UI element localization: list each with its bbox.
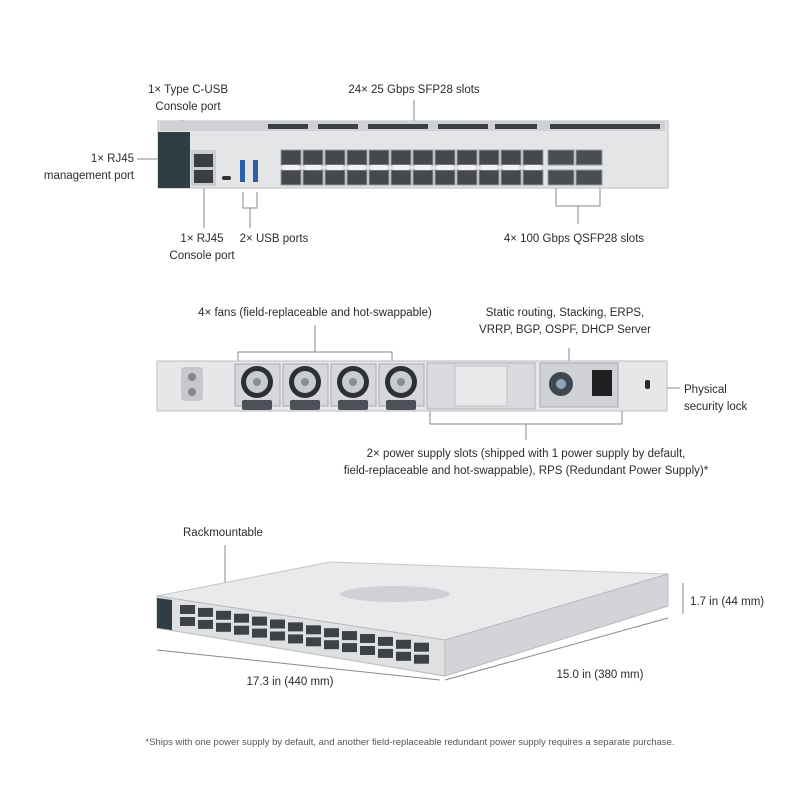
switch-rear-panel: [156, 360, 668, 412]
iso-port: [360, 646, 375, 655]
switch-front-panel: [157, 120, 669, 189]
qsfp28-slot: [547, 149, 575, 166]
switch-3d-view: [156, 561, 669, 677]
sfp28-slot: [500, 169, 522, 186]
sfp28-slots: [280, 149, 544, 186]
iso-port: [198, 607, 213, 617]
iso-port: [234, 613, 249, 623]
sfp28-slot: [522, 169, 544, 186]
iso-port: [288, 622, 303, 632]
qsfp28-slot: [575, 169, 603, 186]
sfp28-slot: [346, 149, 368, 166]
iso-port: [216, 610, 231, 620]
iso-port: [270, 631, 285, 641]
sfp28-slot: [324, 169, 346, 186]
iso-port: [324, 640, 339, 650]
iso-sfp-ports: [180, 605, 429, 664]
iso-port: [288, 634, 303, 644]
sfp28-slot: [478, 149, 500, 166]
sfp28-slot: [302, 169, 324, 186]
iso-port: [378, 648, 393, 658]
usb-port-1: [240, 160, 245, 182]
sfp28-slot: [280, 149, 302, 166]
sfp28-slot: [412, 149, 434, 166]
iso-port: [252, 616, 267, 626]
sfp28-slot: [280, 169, 302, 186]
sfp28-slot: [456, 149, 478, 166]
iso-port: [198, 619, 213, 629]
iso-port: [216, 622, 231, 632]
iso-port: [306, 637, 321, 647]
sfp28-slot: [456, 169, 478, 186]
sfp28-slot: [368, 149, 390, 166]
sfp28-slot: [390, 169, 412, 186]
sfp28-slot: [500, 149, 522, 166]
sfp28-slot: [522, 149, 544, 166]
sfp28-slot: [390, 149, 412, 166]
iso-port: [342, 631, 357, 641]
sfp28-slot: [434, 149, 456, 166]
iso-port: [270, 619, 285, 629]
iso-port: [414, 642, 429, 652]
rj45-console-port: [194, 170, 213, 183]
iso-port: [234, 625, 249, 635]
iso-port: [180, 617, 195, 626]
fans-label: 4× fans (field-replaceable and hot-swapp…: [198, 307, 432, 319]
sfp28-slot: [302, 149, 324, 166]
sfp-slots-label: 24× 25 Gbps SFP28 slots: [348, 84, 480, 96]
qsfp28-slot: [575, 149, 603, 166]
iso-port: [306, 625, 321, 635]
iso-port: [396, 651, 411, 661]
usb-port-2: [253, 160, 258, 182]
iso-port: [414, 654, 429, 664]
sfp28-slot: [412, 169, 434, 186]
width-label: 17.3 in (440 mm): [246, 676, 334, 688]
qsfp28-slots: [547, 149, 603, 186]
iso-port: [180, 605, 195, 614]
depth-label: 15.0 in (380 mm): [556, 669, 644, 681]
sfp28-slot: [434, 169, 456, 186]
iso-port: [252, 628, 267, 638]
footnote: *Ships with one power supply by default,…: [145, 737, 675, 748]
rj45-management-port: [194, 154, 213, 167]
security-lock-slot: [645, 380, 650, 389]
iso-port: [324, 628, 339, 638]
iso-port: [342, 643, 357, 653]
sfp28-slot: [324, 149, 346, 166]
iso-port: [378, 636, 393, 646]
usb-ports-label: 2× USB ports: [239, 233, 309, 245]
qsfp28-slot: [547, 169, 575, 186]
usb-c-port: [222, 176, 231, 180]
power-supply-label: 2× power supply slots (shipped with 1 po…: [343, 448, 709, 477]
height-label: 1.7 in (44 mm): [690, 596, 765, 608]
features-label: Static routing, Stacking, ERPS,VRRP, BGP…: [479, 307, 651, 336]
iso-port: [360, 634, 375, 643]
sfp28-slot: [478, 169, 500, 186]
rackmountable-label: Rackmountable: [183, 527, 263, 539]
sfp28-slot: [346, 169, 368, 186]
fan-modules: [234, 363, 425, 410]
qsfp-slots-label: 4× 100 Gbps QSFP28 slots: [503, 233, 645, 245]
iso-port: [396, 639, 411, 649]
sfp28-slot: [368, 169, 390, 186]
